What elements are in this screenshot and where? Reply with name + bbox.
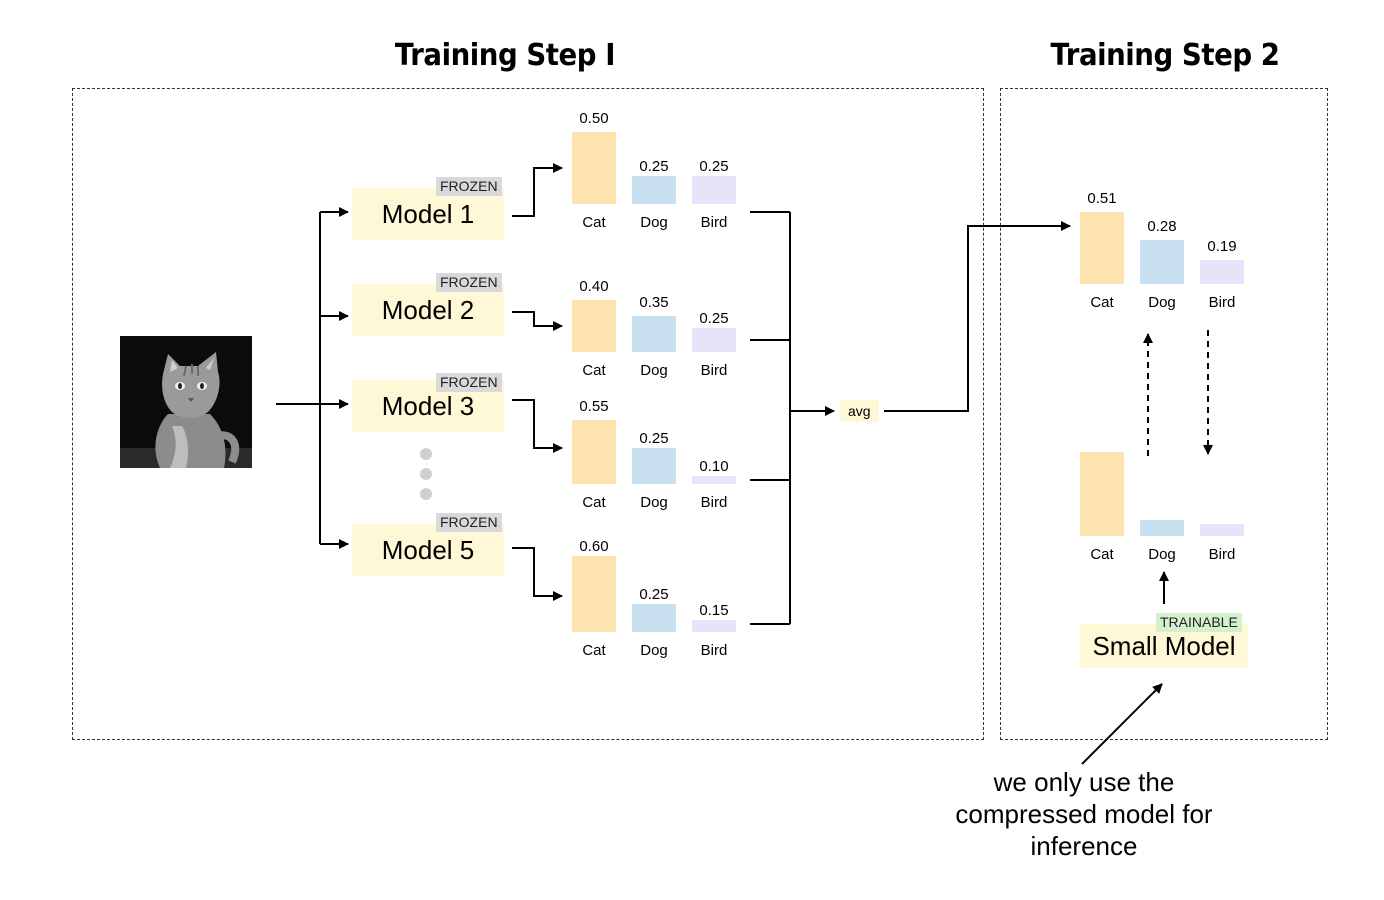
avg-cat-label: Cat — [1090, 294, 1114, 311]
out4-dog-value: 0.25 — [639, 586, 669, 603]
step2-panel — [1000, 88, 1328, 740]
out1-cat-value: 0.50 — [579, 110, 609, 127]
out3-bird-value: 0.10 — [699, 458, 729, 475]
caption-line-3: inference — [1030, 831, 1138, 861]
step2-title: Training Step 2 — [1050, 38, 1280, 73]
out2-bird-value: 0.25 — [699, 310, 729, 327]
out4-cat-label: Cat — [582, 642, 606, 659]
out4-cat-bar — [572, 556, 616, 632]
model-3-frozen-tag: FROZEN — [436, 373, 502, 392]
avg-cat-value: 0.51 — [1087, 190, 1117, 207]
student-dog-bar — [1140, 520, 1184, 536]
out3-cat-label: Cat — [582, 494, 606, 511]
model-1-label: Model 1 — [381, 198, 475, 229]
avg-dog-bar — [1140, 240, 1184, 284]
student-bird-bar — [1200, 524, 1244, 536]
out1-dog-value: 0.25 — [639, 158, 669, 175]
model-1-frozen-tag: FROZEN — [436, 177, 502, 196]
model-2-frozen-tag: FROZEN — [436, 273, 502, 292]
avg-bird-label: Bird — [1208, 294, 1236, 311]
step1-title: Training Step I — [394, 38, 616, 73]
model-5-label: Model 5 — [381, 534, 475, 565]
out2-cat-bar — [572, 300, 616, 352]
out1-dog-bar — [632, 176, 676, 204]
avg-bird-bar — [1200, 260, 1244, 284]
out3-dog-value: 0.25 — [639, 430, 669, 447]
out4-dog-label: Dog — [640, 642, 668, 659]
ellipsis-dot-2 — [420, 468, 432, 480]
model-3-box: Model 3 — [352, 380, 504, 432]
caption: we only use the compressed model for inf… — [924, 766, 1244, 862]
out4-bird-value: 0.15 — [699, 602, 729, 619]
out3-bird-bar — [692, 476, 736, 484]
avg-node: avg — [840, 400, 879, 422]
out3-cat-bar — [572, 420, 616, 484]
model-5-box: Model 5 — [352, 524, 504, 576]
out3-dog-bar — [632, 448, 676, 484]
out4-bird-bar — [692, 620, 736, 632]
out1-bird-label: Bird — [700, 214, 728, 231]
out1-bird-value: 0.25 — [699, 158, 729, 175]
out2-dog-value: 0.35 — [639, 294, 669, 311]
out4-dog-bar — [632, 604, 676, 632]
ellipsis-dot-1 — [420, 448, 432, 460]
out2-cat-label: Cat — [582, 362, 606, 379]
out2-cat-value: 0.40 — [579, 278, 609, 295]
avg-cat-bar — [1080, 212, 1124, 284]
out2-dog-bar — [632, 316, 676, 352]
small-model-label: Small Model — [1092, 630, 1236, 661]
out2-bird-bar — [692, 328, 736, 352]
out1-dog-label: Dog — [640, 214, 668, 231]
out3-bird-label: Bird — [700, 494, 728, 511]
out3-cat-value: 0.55 — [579, 398, 609, 415]
out2-dog-label: Dog — [640, 362, 668, 379]
avg-bird-value: 0.19 — [1207, 238, 1237, 255]
step1-panel — [72, 88, 984, 740]
out1-bird-bar — [692, 176, 736, 204]
out2-bird-label: Bird — [700, 362, 728, 379]
caption-line-1: we only use the — [993, 767, 1175, 797]
out4-cat-value: 0.60 — [579, 538, 609, 555]
avg-dog-value: 0.28 — [1147, 218, 1177, 235]
cat-photo-icon — [120, 336, 252, 468]
model-3-label: Model 3 — [381, 390, 475, 421]
student-dog-label: Dog — [1148, 546, 1176, 563]
model-2-label: Model 2 — [381, 294, 475, 325]
student-cat-label: Cat — [1090, 546, 1114, 563]
out3-dog-label: Dog — [640, 494, 668, 511]
avg-dog-label: Dog — [1148, 294, 1176, 311]
ellipsis-dot-3 — [420, 488, 432, 500]
model-5-frozen-tag: FROZEN — [436, 513, 502, 532]
out1-cat-label: Cat — [582, 214, 606, 231]
student-bird-label: Bird — [1208, 546, 1236, 563]
student-cat-bar — [1080, 452, 1124, 536]
out4-bird-label: Bird — [700, 642, 728, 659]
model-1-box: Model 1 — [352, 188, 504, 240]
small-model-trainable-tag: TRAINABLE — [1156, 613, 1242, 632]
model-2-box: Model 2 — [352, 284, 504, 336]
out1-cat-bar — [572, 132, 616, 204]
caption-line-2: compressed model for — [955, 799, 1213, 829]
